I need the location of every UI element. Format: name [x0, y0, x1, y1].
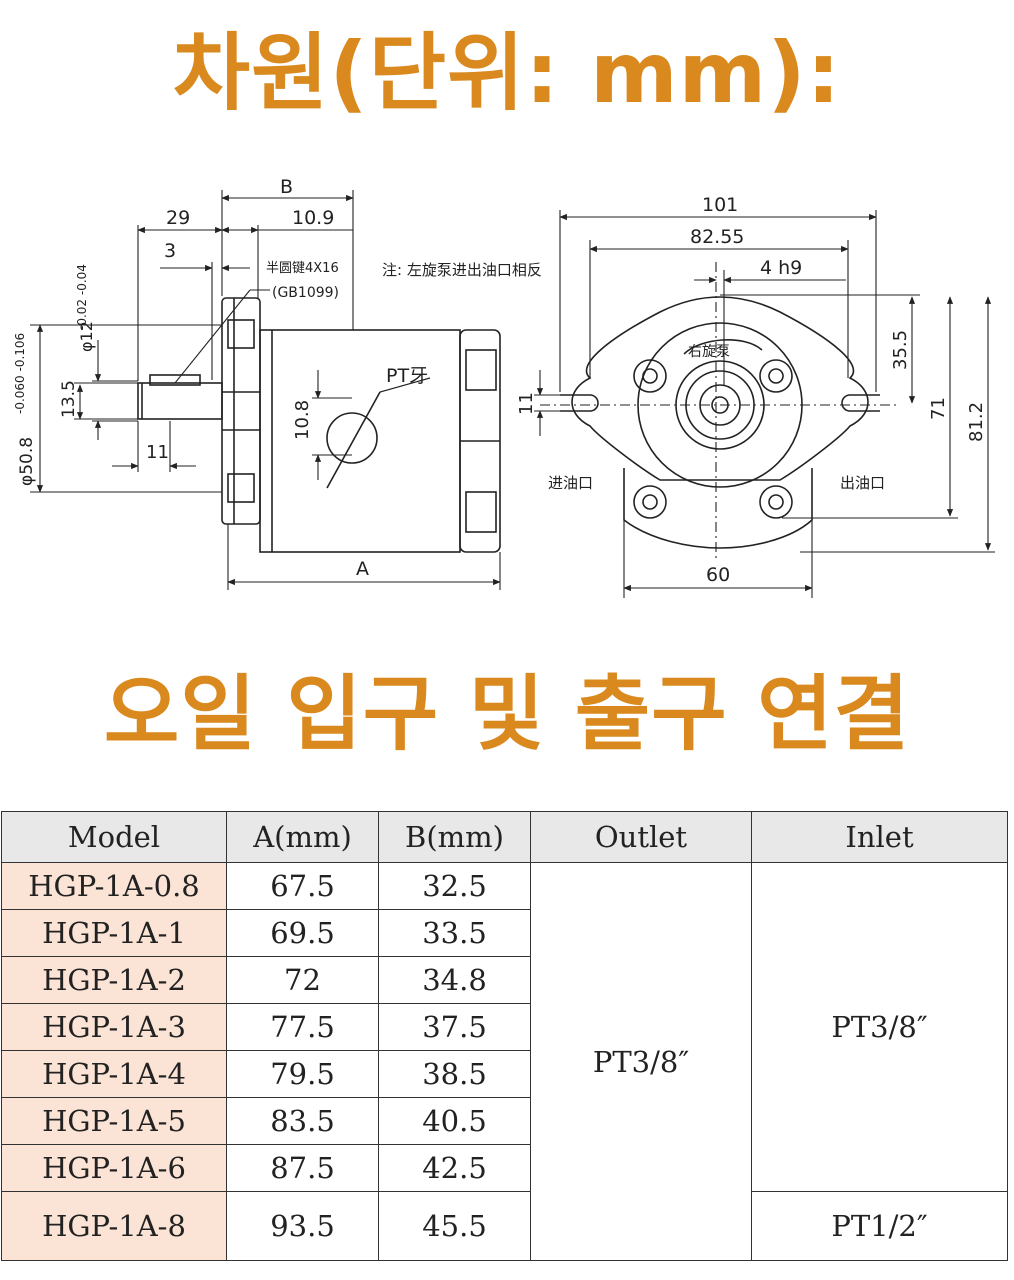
label-71: 71 — [928, 397, 949, 420]
cell-b: 38.5 — [378, 1050, 531, 1098]
label-101: 101 — [702, 194, 738, 216]
front-bolt — [633, 359, 667, 393]
cell-a: 77.5 — [226, 1003, 379, 1051]
connections-title: 오일 입구 및 출구 연결 — [103, 667, 911, 762]
front-view — [560, 296, 880, 549]
label-gb: (GB1099) — [272, 285, 339, 301]
label-60: 60 — [706, 564, 730, 586]
table-row: HGP-1A-0.8 67.5 32.5 PT3/8″ PT3/8″ — [1, 862, 1008, 1261]
cell-b: 45.5 — [378, 1191, 531, 1261]
label-phi12-tol: -0.02 -0.04 — [75, 264, 89, 330]
cell-a: 69.5 — [226, 909, 379, 957]
label-35-5: 35.5 — [890, 330, 911, 370]
dimensions-title: 차원(단위: mm): — [172, 24, 842, 122]
model-spec-table: Model A(mm) B(mm) Outlet Inlet HGP-1A-0.… — [1, 811, 1008, 1261]
cell-model: HGP-1A-5 — [1, 1097, 227, 1145]
label-B: B — [280, 176, 293, 198]
side-port-circle — [326, 412, 378, 464]
label-A: A — [356, 558, 369, 580]
side-view — [137, 297, 501, 553]
cell-a: 93.5 — [226, 1191, 379, 1261]
cell-model: HGP-1A-4 — [1, 1050, 227, 1098]
cell-b: 40.5 — [378, 1097, 531, 1145]
cell-model: HGP-1A-8 — [1, 1191, 227, 1261]
label-inlet-cn: 进油口 — [548, 474, 593, 492]
cell-model: HGP-1A-1 — [1, 909, 227, 957]
side-body — [259, 329, 461, 553]
header-inlet: Inlet — [751, 811, 1008, 863]
header-a: A(mm) — [226, 811, 379, 863]
note-text: 注: 左旋泵进出油口相反 — [382, 261, 542, 279]
table-row: HGP-1A-4 79.5 38.5 — [1, 1050, 1008, 1098]
label-phi50-tol: -0.060 -0.106 — [13, 333, 27, 414]
cell-outlet: PT3/8″ — [530, 862, 752, 1261]
label-4h9: 4 h9 — [760, 257, 802, 279]
label-81-2: 81.2 — [966, 402, 987, 442]
side-shaft — [137, 382, 223, 420]
header-b: B(mm) — [378, 811, 531, 863]
label-3: 3 — [164, 240, 176, 262]
cell-b: 33.5 — [378, 909, 531, 957]
cell-a: 72 — [226, 956, 379, 1004]
front-flange — [571, 296, 869, 481]
table-row: HGP-1A-8 93.5 45.5 PT1/2″ — [1, 1191, 1008, 1261]
label-11-left: 11 — [146, 442, 169, 463]
header-model: Model — [1, 811, 227, 863]
table-row: HGP-1A-3 77.5 37.5 — [1, 1003, 1008, 1051]
cell-a: 67.5 — [226, 862, 379, 910]
cell-a: 79.5 — [226, 1050, 379, 1098]
label-10-8: 10.8 — [292, 400, 313, 440]
table-header-row: Model A(mm) B(mm) Outlet Inlet — [1, 811, 1008, 863]
table-row: HGP-1A-5 83.5 40.5 — [1, 1097, 1008, 1145]
pump-dimension-drawing: B 29 10.9 3 半圆键4X16 (GB1099) A 10.8 PT牙 … — [13, 176, 995, 598]
label-rotation: 右旋泵 — [688, 344, 730, 360]
label-outlet-cn: 出油口 — [840, 474, 885, 492]
cell-model: HGP-1A-3 — [1, 1003, 227, 1051]
cell-model: HGP-1A-0.8 — [1, 862, 227, 910]
label-phi50: φ50.8 — [17, 437, 37, 486]
label-key: 半圆键4X16 — [266, 261, 339, 276]
label-pt: PT牙 — [386, 365, 428, 387]
header-outlet: Outlet — [530, 811, 752, 863]
cell-b: 34.8 — [378, 956, 531, 1004]
cell-inlet-main: PT3/8″ — [751, 862, 1008, 1192]
label-29: 29 — [166, 207, 190, 229]
cell-b: 37.5 — [378, 1003, 531, 1051]
cell-a: 83.5 — [226, 1097, 379, 1145]
label-11-right: 11 — [516, 392, 537, 415]
label-10-9: 10.9 — [292, 207, 334, 229]
label-phi12: φ12 — [77, 321, 96, 352]
table-row: HGP-1A-2 72 34.8 — [1, 956, 1008, 1004]
label-82-55: 82.55 — [690, 226, 744, 248]
table-row: HGP-1A-1 69.5 33.5 — [1, 909, 1008, 957]
cell-b: 42.5 — [378, 1144, 531, 1192]
cell-inlet-last: PT1/2″ — [751, 1191, 1008, 1261]
cell-a: 87.5 — [226, 1144, 379, 1192]
cell-model: HGP-1A-2 — [1, 956, 227, 1004]
cell-b: 32.5 — [378, 862, 531, 910]
cell-model: HGP-1A-6 — [1, 1144, 227, 1192]
label-13-5: 13.5 — [59, 380, 79, 418]
